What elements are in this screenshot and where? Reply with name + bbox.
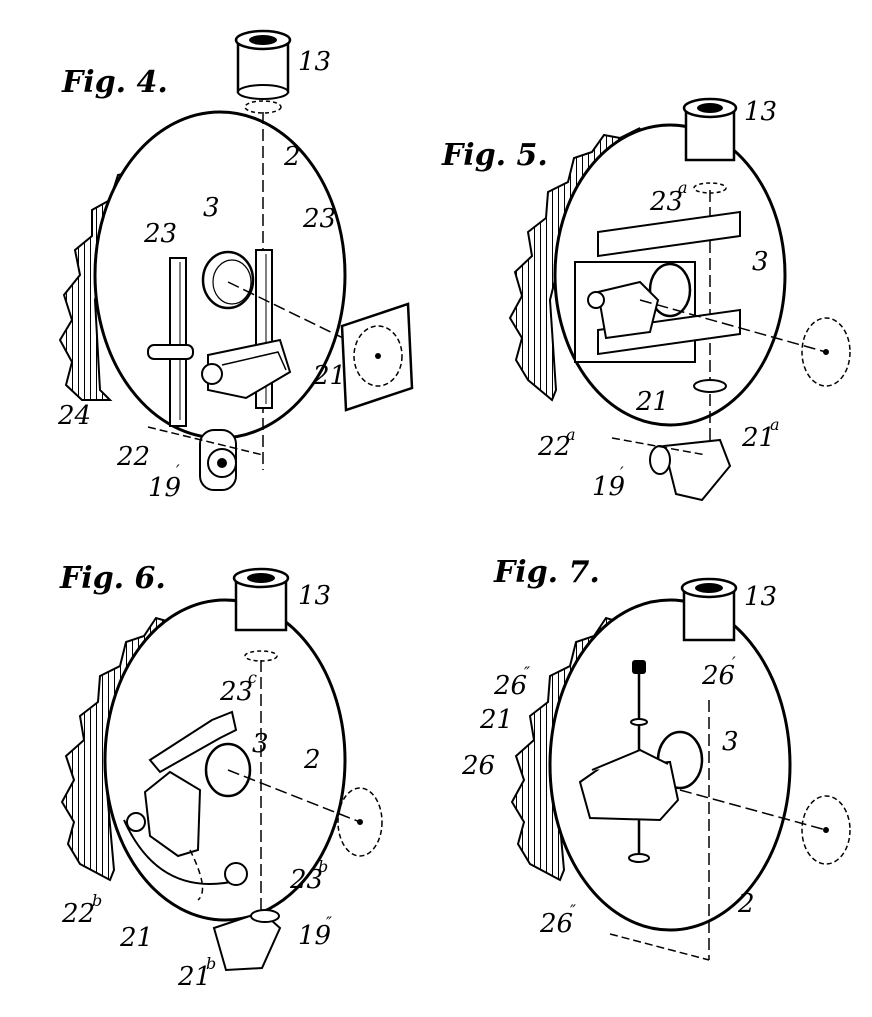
fig6-label-22b: 22 (61, 899, 95, 929)
fig4-label-3: 3 (203, 193, 220, 223)
fig5-label-22a-sup: a (566, 425, 576, 444)
fig5-rail-bottom (597, 308, 741, 356)
fig4-objective (199, 429, 237, 491)
fig5-label-19-sup: ′ (620, 463, 624, 482)
fig6-pivot (224, 862, 248, 886)
fig6-title: Fig. 6. (59, 561, 166, 596)
fig5-label-23a: 23 (649, 187, 683, 217)
fig7-label-26-top-left-sup: ″ (524, 663, 530, 682)
fig7-label-26-top-right-sup: ′ (732, 653, 736, 672)
fig4-title: Fig. 4. (61, 65, 168, 100)
figure-7: Fig. 7. 13 26 ″ 26 ′ 21 26 3 26 (461, 555, 851, 961)
fig4-eyepiece (234, 29, 292, 100)
fig7-label-21: 21 (479, 705, 513, 735)
figure-6: Fig. 6. 13 23 c 3 2 23 b 22 (59, 561, 383, 992)
fig7-label-13: 13 (744, 582, 777, 612)
fig6-label-19: 19 (298, 921, 331, 951)
figure-5: Fig. 5. 13 23 a 3 21 22 a (441, 97, 851, 502)
fig5-title: Fig. 5. (441, 138, 548, 173)
fig7-title: Fig. 7. (493, 555, 600, 590)
fig4-label-24: 24 (57, 401, 91, 431)
fig7-label-26-top-right: 26 (701, 661, 735, 691)
fig7-label-3: 3 (722, 727, 739, 757)
fig4-label-19: 19 (148, 473, 181, 503)
fig6-label-21: 21 (119, 923, 153, 953)
fig4-label-23-right: 23 (302, 204, 336, 234)
fig7-label-26-bottom: 26 (539, 909, 573, 939)
fig5-label-19: 19 (592, 472, 625, 502)
fig6-label-22b-sup: b (92, 891, 102, 910)
fig5-label-23a-sup: a (678, 178, 688, 197)
fig6-label-23c-sup: c (248, 668, 257, 687)
fig6-target (337, 787, 383, 857)
fig6-label-3: 3 (252, 729, 269, 759)
fig6-label-23b: 23 (289, 865, 323, 895)
fig5-label-21: 21 (635, 387, 669, 417)
fig6-label-13: 13 (298, 581, 331, 611)
fig5-label-21a-sup: a (770, 415, 780, 434)
fig7-prism-block (578, 760, 680, 822)
fig5-eyepiece (682, 97, 738, 162)
fig5-label-13: 13 (744, 97, 777, 127)
fig6-arm (148, 710, 238, 774)
figure-4: Fig. 4. (57, 29, 414, 503)
fig5-rail-top (597, 210, 741, 258)
fig6-label-2: 2 (303, 745, 321, 775)
fig6-objective (212, 909, 282, 972)
fig5-label-22a: 22 (537, 432, 571, 462)
fig7-label-26: 26 (461, 751, 495, 781)
fig4-lens (201, 250, 255, 310)
fig6-label-21b-sup: b (206, 954, 216, 973)
fig5-prism (596, 280, 660, 340)
fig6-prism (143, 770, 202, 858)
fig6-label-19-sup: ″ (326, 913, 332, 932)
fig7-eyepiece (680, 577, 738, 642)
fig6-eyepiece (232, 567, 290, 632)
fig4-label-23-left: 23 (143, 219, 177, 249)
fig6-serrated-rim (60, 609, 191, 882)
fig7-label-26-bottom-sup: ″ (570, 901, 576, 920)
fig5-serrated-rim (508, 127, 641, 402)
fig4-label-13: 13 (298, 47, 331, 77)
fig7-label-26-top-left: 26 (493, 671, 527, 701)
fig7-label-2: 2 (737, 889, 755, 919)
fig6-label-21b: 21 (177, 962, 211, 992)
fig4-rail-left (169, 257, 187, 427)
fig5-lens (648, 262, 692, 318)
fig4-target-plate (340, 302, 414, 412)
fig6-label-23c: 23 (219, 677, 253, 707)
fig5-objective (649, 438, 732, 502)
fig4-label-2: 2 (283, 142, 301, 172)
fig4-label-22: 22 (116, 442, 150, 472)
fig6-label-23b-sup: b (318, 857, 328, 876)
fig7-target (801, 795, 851, 865)
fig4-label-21: 21 (312, 361, 346, 391)
fig5-label-21a: 21 (741, 423, 775, 453)
fig4-label-19-sup: ′ (176, 461, 180, 480)
fig5-label-3: 3 (752, 247, 769, 277)
fig5-target (801, 317, 851, 387)
